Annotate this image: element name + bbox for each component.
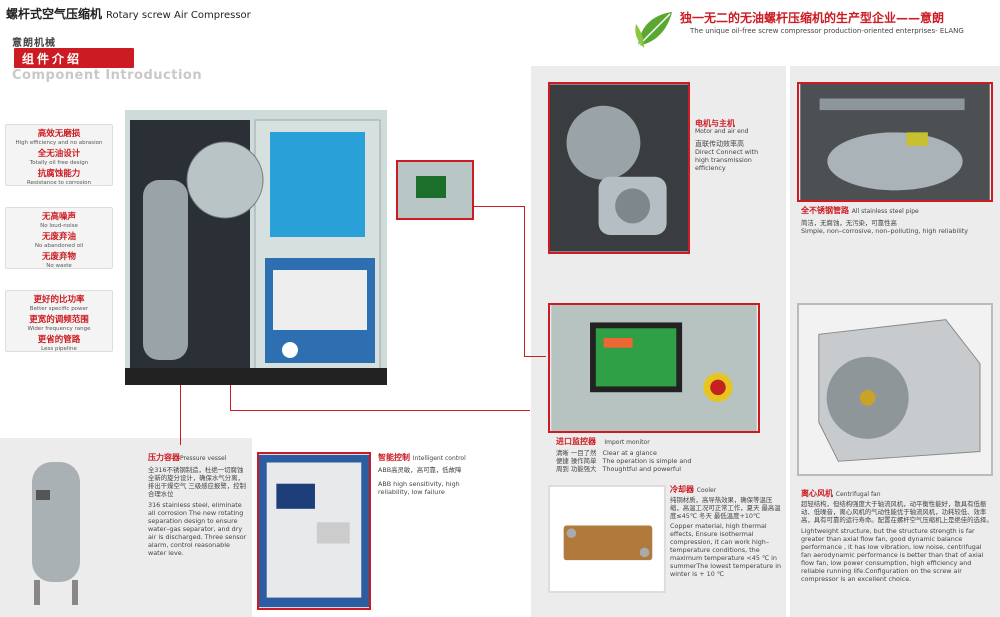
monitor-title: 进口监控器 Import monitor <box>556 437 650 446</box>
fan-photo <box>797 303 993 476</box>
leaf-logo-icon <box>635 12 672 48</box>
cooler-title: 冷却器 Cooler <box>670 485 717 494</box>
pressure-vessel-photo <box>32 462 80 605</box>
monitor-desc: 清晰 一目了然 Clear at a glance 便捷 操作简单 The op… <box>556 449 692 473</box>
cooler-desc: 纯铜材质，高导热效果，确保等温压缩，高温工况可正常工作，夏天 最高温度≤45℃ … <box>670 496 782 578</box>
section-heading: Component Introduction <box>12 68 203 83</box>
connector-line <box>180 385 181 445</box>
brand-logo: 意朗机械 <box>12 38 56 49</box>
vessel-desc: 全316不锈钢制造，杜绝一切腐蚀 全新的旋分设计，确保水气分离，排出干燥空气 三… <box>148 466 247 557</box>
compressor-machine-image <box>125 110 387 385</box>
tagline-en: The unique oil-free screw compressor pro… <box>690 27 964 35</box>
fan-title: 离心风机 Centrifugal fan <box>801 489 881 498</box>
section-badge: 组件介绍 <box>14 48 134 68</box>
pipe-photo <box>797 82 993 202</box>
motor-photo <box>548 82 690 254</box>
pipe-title: 全不锈钢管路 All stainless steel pipe <box>801 206 919 215</box>
monitor-photo <box>548 303 760 433</box>
motor-title-cn: 电机与主机 <box>695 119 735 128</box>
connector-line <box>524 356 546 357</box>
connector-line <box>474 206 524 207</box>
connector-line <box>230 410 530 411</box>
cooler-photo <box>548 485 666 593</box>
fan-desc: 超轻结构，但结构强度大于轴流风机，动平衡性能好，散具有低振动、低噪音，离心风机的… <box>801 500 993 583</box>
connector-line <box>230 385 231 410</box>
motor-title-en: Motor and air end <box>695 128 749 135</box>
tagline: 独一无二的无油螺杆压缩机的生产型企业——意朗 <box>680 11 945 25</box>
control-title: 智能控制 Intelligent control <box>378 453 466 462</box>
monitor-small-callout <box>396 160 474 220</box>
control-cabinet-photo <box>257 452 371 610</box>
connector-line <box>524 206 525 356</box>
vessel-title: 压力容器Pressure vessel <box>148 453 227 462</box>
